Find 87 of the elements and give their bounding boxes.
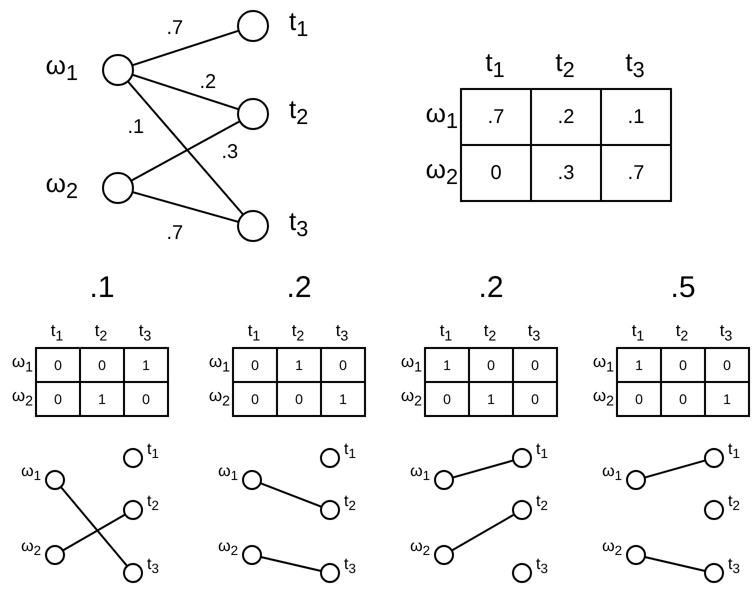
table-cell: 1 [320, 381, 366, 417]
node-label: t$_{3}$ [728, 557, 740, 576]
column-header: t$_{3}$ [718, 321, 734, 345]
table-cell: 0 [35, 347, 81, 383]
column-header: t$_{1}$ [50, 321, 64, 345]
node-label: t$_{3}$ [147, 557, 159, 576]
row-header: ω$_{1}$ [10, 351, 33, 378]
node-label: t$_{2}$ [536, 494, 548, 513]
node-label: t$_{1}$ [728, 442, 740, 461]
node-label: ω$_{1}$ [21, 464, 41, 483]
column-header: t$_{1}$ [630, 321, 646, 345]
node-label: t$_{1}$ [289, 8, 308, 40]
column-header: t$_{1}$ [246, 321, 262, 345]
table-cell: 1 [704, 381, 750, 417]
node-label: ω$_{2}$ [602, 539, 622, 558]
table-cell: .7 [460, 88, 532, 146]
column-header: t$_{2}$ [290, 321, 306, 345]
column-header: t$_{2}$ [94, 321, 108, 345]
node-label: t$_{2}$ [289, 96, 308, 128]
column-header: t$_{2}$ [554, 46, 576, 84]
node-label: ω$_{1}$ [46, 52, 78, 84]
table-cell: 0 [512, 347, 558, 383]
node-label: ω$_{2}$ [218, 539, 238, 558]
row-header: ω$_{2}$ [10, 385, 33, 412]
table-cell: 0 [35, 381, 81, 417]
row-header: ω$_{2}$ [424, 152, 458, 192]
connector-line [260, 556, 322, 572]
connector-line [644, 459, 706, 479]
node-label: t$_{1}$ [536, 442, 548, 461]
table-cell: 0 [424, 381, 470, 417]
probability-label: .2 [285, 270, 313, 306]
node-label: t$_{2}$ [728, 494, 740, 513]
row-header: ω$_{2}$ [592, 385, 614, 412]
column-header: t$_{3}$ [138, 321, 152, 345]
connector-line [130, 120, 240, 182]
probability-label: .1 [88, 270, 116, 306]
column-header: t$_{3}$ [334, 321, 350, 345]
table-cell: 1 [123, 347, 169, 383]
table-cell: 0 [320, 347, 366, 383]
table-cell: 0 [460, 144, 532, 202]
probability-label: .5 [669, 270, 697, 306]
node-label: ω$_{2}$ [46, 170, 78, 202]
connector-line [451, 514, 515, 552]
connector-line [62, 514, 126, 552]
node-label: t$_{3}$ [536, 557, 548, 576]
row-header: ω$_{1}$ [424, 96, 458, 136]
node-label: t$_{3}$ [344, 557, 356, 576]
table-cell: 0 [232, 347, 278, 383]
node-label: ω$_{1}$ [602, 464, 622, 483]
node-label: t$_{2}$ [344, 494, 356, 513]
column-header: t$_{3}$ [624, 46, 646, 84]
connector-line [132, 74, 240, 110]
probability-label: .2 [477, 270, 505, 306]
table-cell: .7 [600, 144, 672, 202]
connector-line [452, 459, 514, 479]
table-cell: 0 [704, 347, 750, 383]
column-header: t$_{2}$ [482, 321, 498, 345]
connector-line [127, 80, 244, 216]
table-cell: 1 [424, 347, 470, 383]
column-header: t$_{1}$ [438, 321, 454, 345]
row-header: ω$_{2}$ [208, 385, 230, 412]
connector-line [132, 191, 239, 223]
connector-line [60, 486, 128, 567]
table-cell: .1 [600, 88, 672, 146]
node-label: ω$_{2}$ [21, 539, 41, 558]
node-label: t$_{1}$ [344, 442, 356, 461]
node-label: ω$_{1}$ [218, 464, 238, 483]
row-header: ω$_{2}$ [400, 385, 422, 412]
node-label: t$_{2}$ [147, 494, 159, 513]
node-label: ω$_{2}$ [410, 539, 430, 558]
table-cell: 0 [616, 381, 662, 417]
node-label: t$_{3}$ [289, 208, 308, 240]
table-cell: 1 [616, 347, 662, 383]
connector-line [644, 556, 706, 572]
table-cell: 0 [512, 381, 558, 417]
column-header: t$_{1}$ [484, 46, 506, 84]
table-cell: 0 [232, 381, 278, 417]
row-header: ω$_{1}$ [400, 351, 422, 378]
column-header: t$_{2}$ [674, 321, 690, 345]
node-label: t$_{1}$ [147, 442, 159, 461]
connector-line [260, 482, 322, 508]
connector-line [132, 30, 240, 66]
row-header: ω$_{1}$ [592, 351, 614, 378]
row-header: ω$_{1}$ [208, 351, 230, 378]
table-cell: 0 [123, 381, 169, 417]
node-label: ω$_{1}$ [410, 464, 430, 483]
column-header: t$_{3}$ [526, 321, 542, 345]
